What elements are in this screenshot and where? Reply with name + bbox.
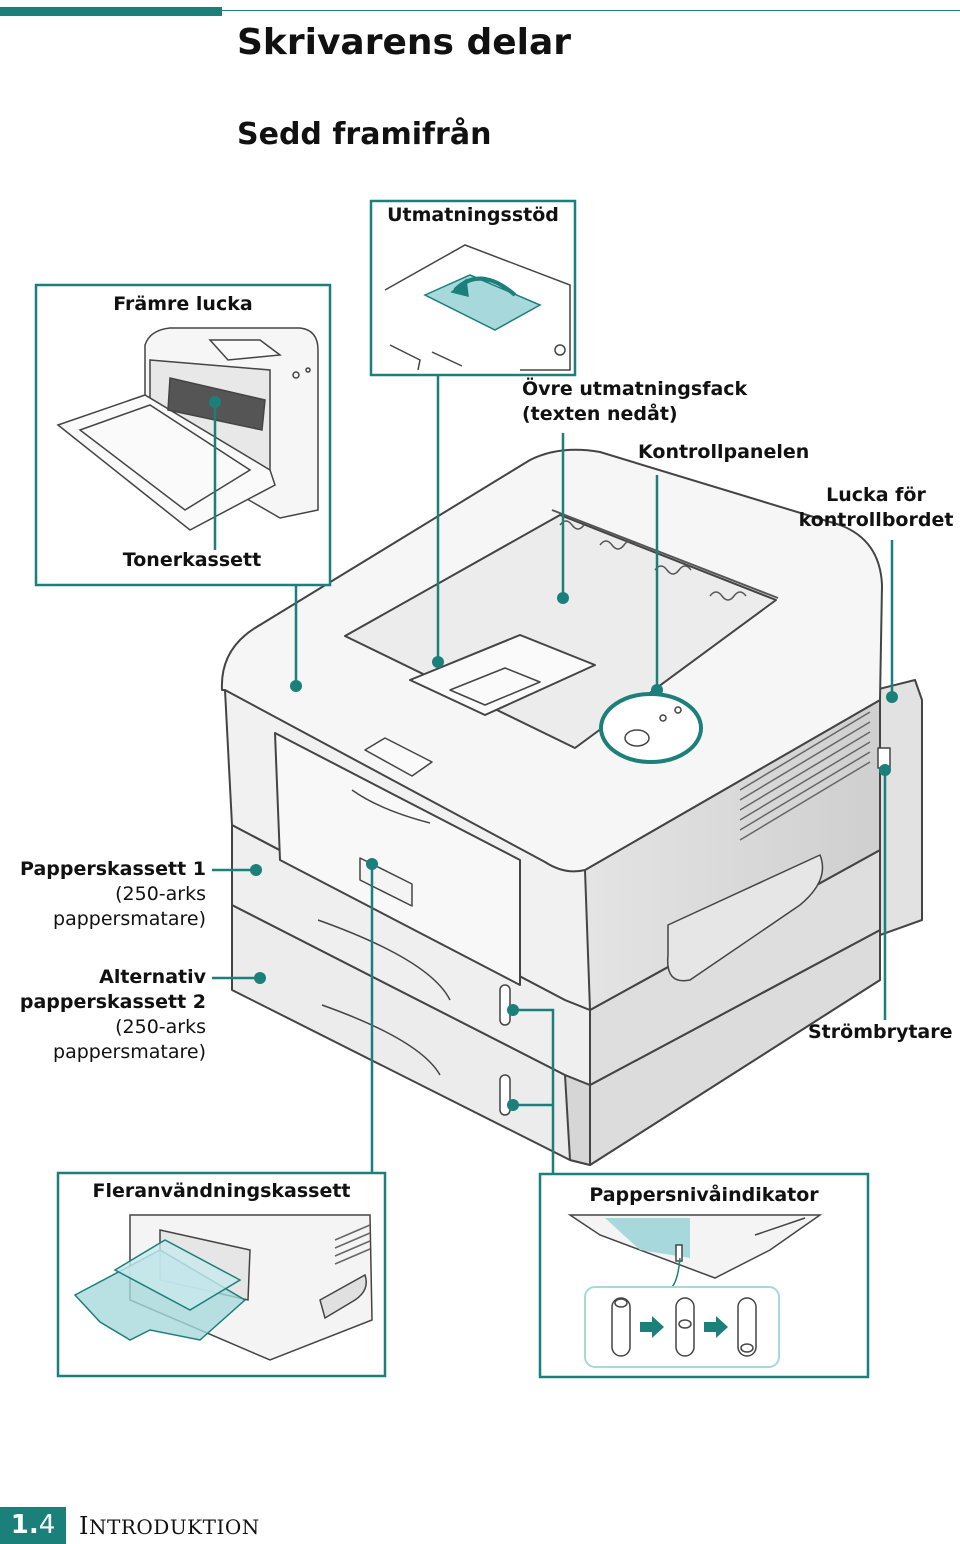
label-paper-level-indicator: Pappersnivåindikator	[589, 1184, 819, 1206]
label-power-switch: Strömbrytare	[808, 1021, 953, 1043]
page-subtitle: Sedd framifrån	[237, 117, 492, 152]
label-tray-2: Alternativ papperskassett 2 (250-arks pa…	[19, 966, 206, 1063]
control-panel-ring	[599, 692, 703, 764]
page-title: Skrivarens delar	[237, 22, 572, 63]
section-name: INTRODUKTION	[79, 1512, 260, 1540]
label-multipurpose-tray: Fleranvändningskassett	[92, 1180, 351, 1202]
arrow-icon	[640, 1316, 728, 1338]
header-accent-bar	[0, 7, 222, 16]
callout-dots	[209, 396, 898, 1111]
label-control-panel: Kontrollpanelen	[638, 441, 810, 463]
label-front-cover: Främre lucka	[113, 293, 253, 315]
label-top-output-tray: Övre utmatningsfack (texten nedåt)	[522, 378, 748, 425]
label-toner-cartridge: Tonerkassett	[122, 549, 262, 571]
header-rule	[222, 10, 960, 11]
label-output-support: Utmatningsstöd	[387, 204, 559, 226]
page-number: 1.4	[0, 1507, 66, 1544]
label-tray-1: Papperskassett 1 (250-arks pappersmatare…	[20, 858, 206, 930]
printer-body	[220, 448, 923, 1166]
label-control-board-cover: Lucka för kontrollbordet	[798, 484, 954, 531]
